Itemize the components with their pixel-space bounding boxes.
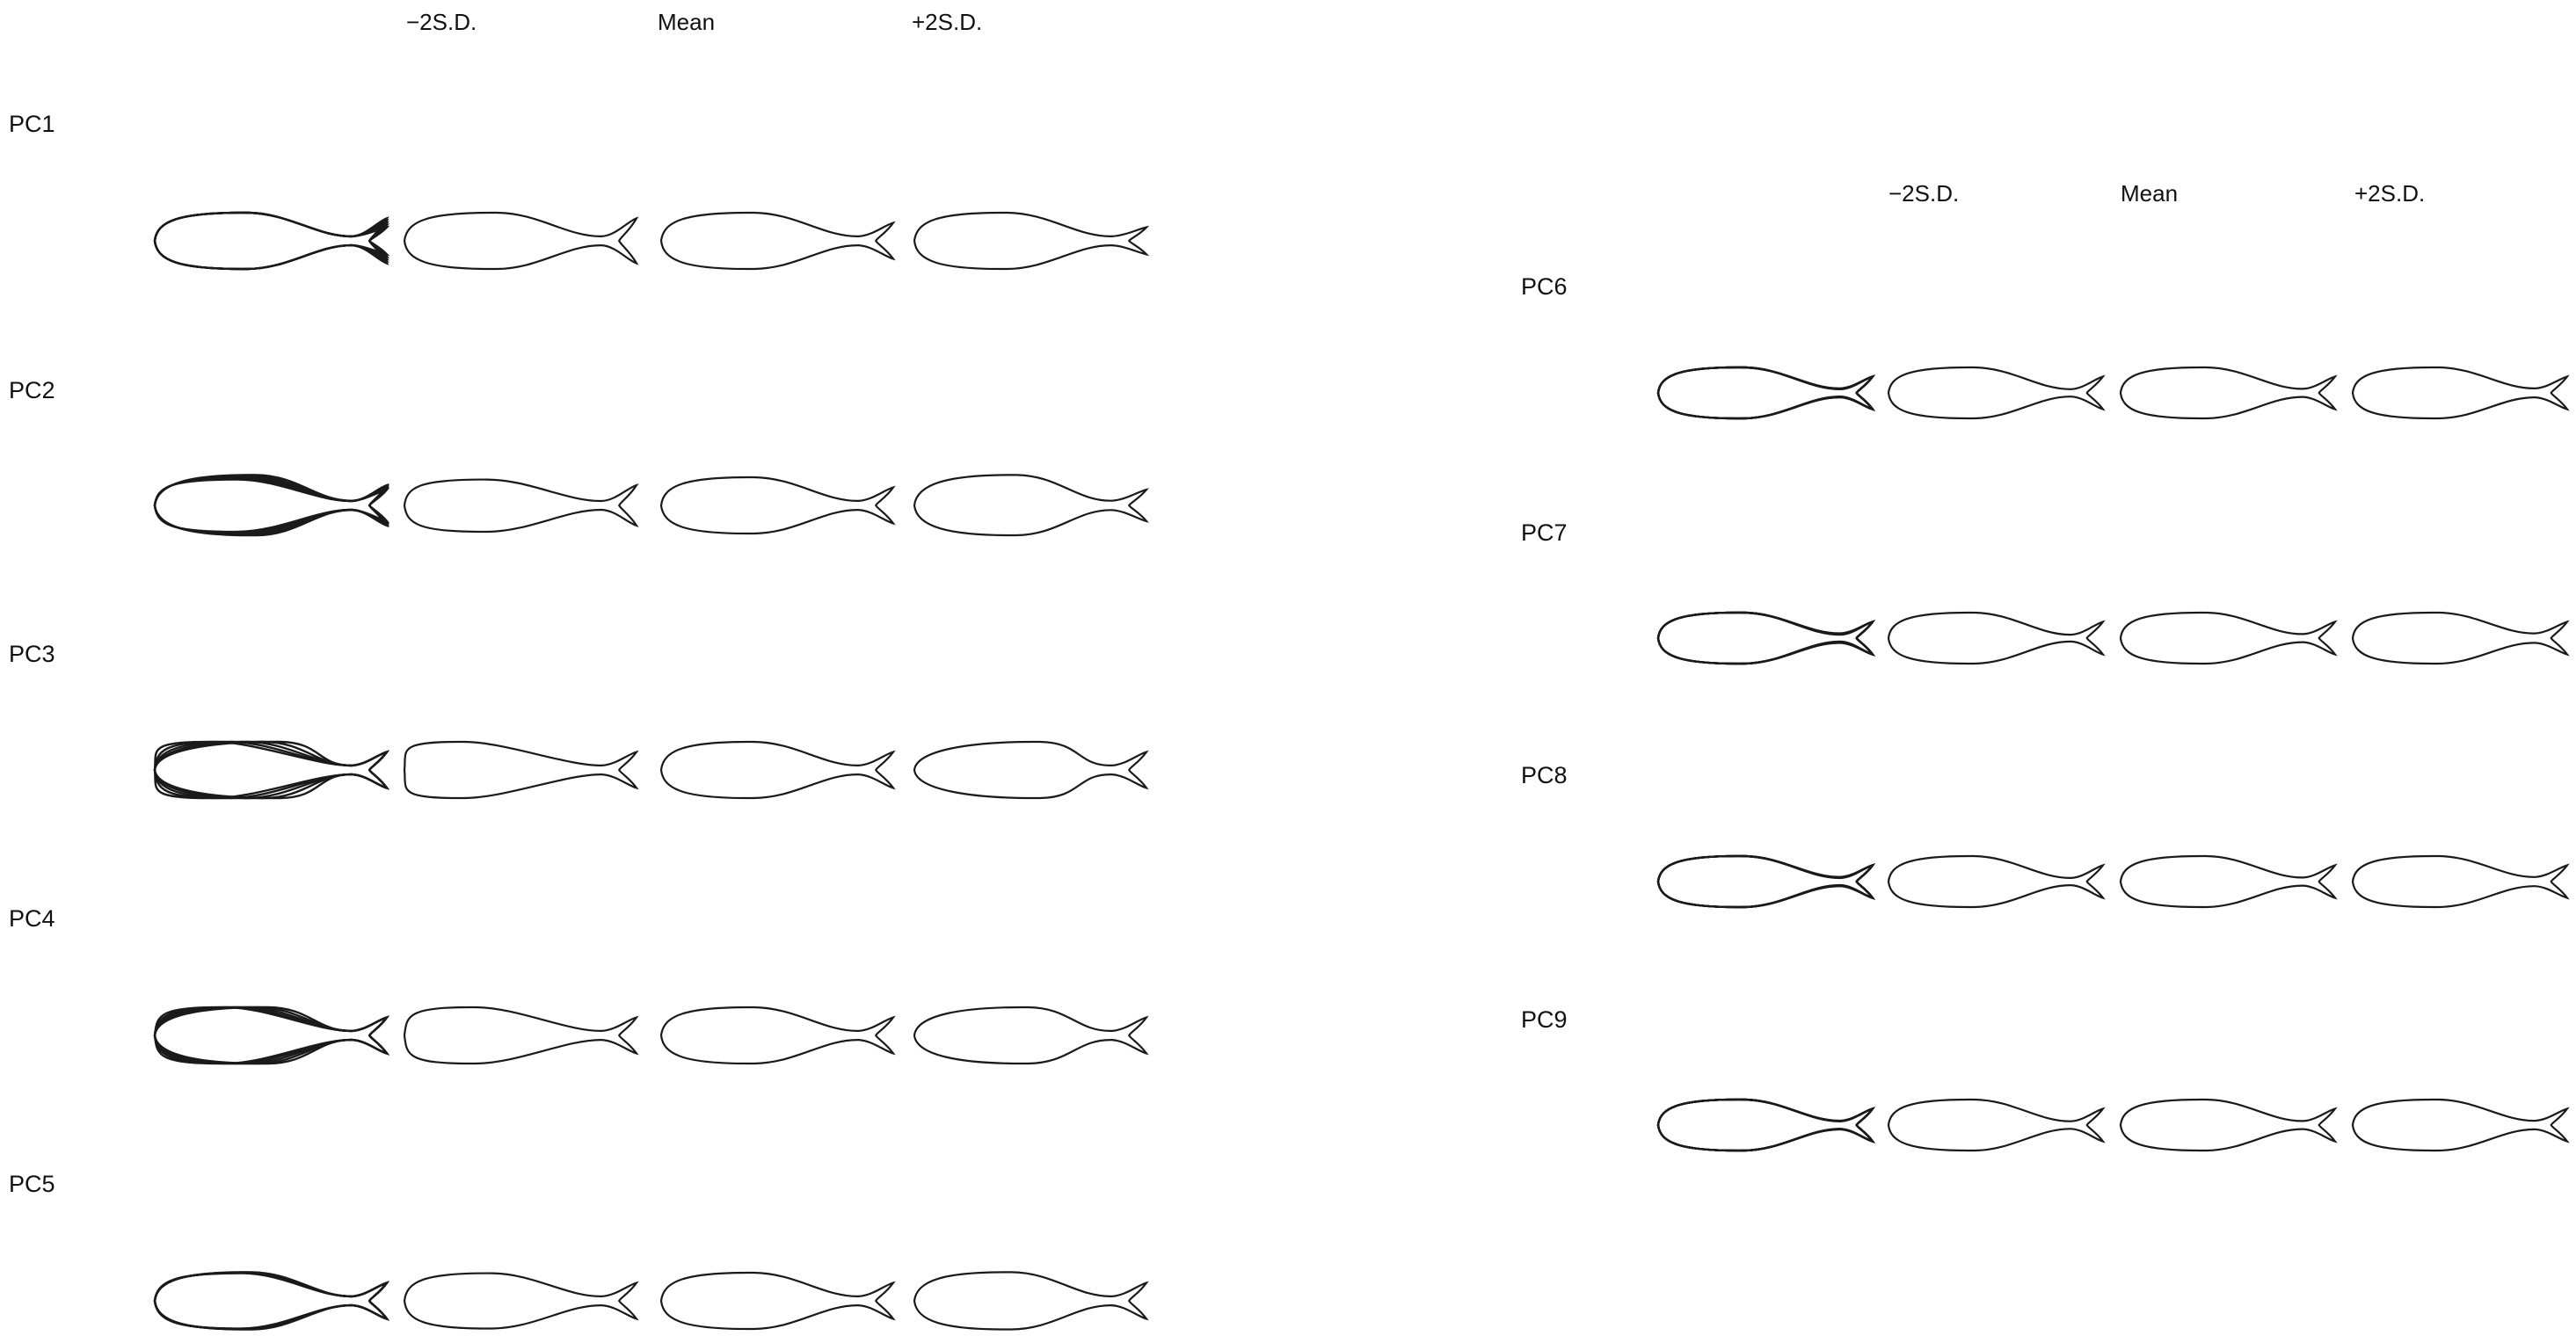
pc7-overlay-outline-3 xyxy=(1656,611,1875,665)
pc1-overlay-outline-3 xyxy=(153,211,389,271)
pc9-plus-2sd-outline xyxy=(2351,1098,2570,1152)
pc7-overlay-outline-2 xyxy=(1656,611,1875,665)
pc6-overlay-outline-3 xyxy=(1656,366,1875,420)
pc2-plus-2sd-outline xyxy=(913,474,1149,537)
pc1-mean-outline xyxy=(659,211,896,271)
pc4-overlay-outline-3 xyxy=(153,1006,389,1065)
column-header-plus-2sd: +2S.D. xyxy=(912,9,983,35)
pc4-minus-2sd-outline xyxy=(403,1006,639,1065)
pc3-minus-2sd-outline xyxy=(403,740,639,800)
pc9-minus-2sd-outline xyxy=(1887,1098,2106,1152)
pc7-overlay-outline-1 xyxy=(1656,611,1875,665)
row-label-pc2: PC2 xyxy=(9,377,55,403)
pc1-overlay-outline-5 xyxy=(153,211,390,271)
column-header-mean: Mean xyxy=(2121,180,2179,207)
pc8-mean-outline xyxy=(2119,854,2338,909)
pc2-overlay-outline-2 xyxy=(153,477,389,534)
pc3-overlay-outline-5 xyxy=(153,740,389,800)
pc8-overlay-outline-4 xyxy=(1656,854,1875,909)
pc6-overlay-outline-5 xyxy=(1656,366,1875,420)
pc1-overlay-outline-4 xyxy=(153,211,390,271)
pc1-overlay-outline-1 xyxy=(153,211,389,271)
pc4-overlay-outline-5 xyxy=(153,1006,389,1065)
pc4-mean-outline xyxy=(659,1006,896,1065)
pc6-plus-2sd-outline xyxy=(2351,366,2570,420)
row-label-pc4: PC4 xyxy=(9,905,55,932)
pc2-overlay-outline-4 xyxy=(153,475,390,536)
pc9-overlay-outline-2 xyxy=(1656,1098,1875,1152)
pc6-minus-2sd-outline xyxy=(1887,366,2106,420)
pc6-mean-outline xyxy=(2119,366,2338,420)
pc2-mean-outline xyxy=(659,476,896,535)
pc2-overlay-outline-5 xyxy=(153,474,390,537)
row-label-pc3: PC3 xyxy=(9,641,55,667)
right-panel: −2S.D. Mean +2S.D. PC6 PC7 PC8 PC9 xyxy=(1495,167,2576,1222)
row-label-pc5: PC5 xyxy=(9,1171,55,1197)
column-header-plus-2sd: +2S.D. xyxy=(2354,180,2426,207)
row-label-pc8: PC8 xyxy=(1521,762,1568,788)
pc4-plus-2sd-outline xyxy=(913,1006,1149,1065)
pc3-overlay-outline-1 xyxy=(153,740,389,800)
pc6-overlay-outline-2 xyxy=(1656,366,1875,420)
pc2-overlay-outline-1 xyxy=(153,478,389,534)
pc7-minus-2sd-outline xyxy=(1887,611,2106,665)
pc8-overlay-outline-3 xyxy=(1656,854,1875,909)
pc5-overlay-outline-2 xyxy=(153,1272,389,1330)
pc4-overlay-outline-1 xyxy=(153,1006,389,1065)
column-header-minus-2sd: −2S.D. xyxy=(1888,180,1960,207)
pc7-overlay-outline-4 xyxy=(1656,611,1875,665)
pc9-overlay-outline-1 xyxy=(1656,1098,1875,1152)
pc6-overlay-outline-1 xyxy=(1656,366,1875,420)
pc1-plus-2sd-outline xyxy=(913,211,1150,271)
pc5-plus-2sd-outline xyxy=(913,1271,1149,1331)
row-label-pc6: PC6 xyxy=(1521,273,1568,300)
pc3-mean-outline xyxy=(659,740,896,800)
pc9-mean-outline xyxy=(2119,1098,2338,1152)
pc8-minus-2sd-outline xyxy=(1887,854,2106,909)
pc5-overlay-outline-3 xyxy=(153,1271,389,1331)
pc6-overlay-outline-4 xyxy=(1656,366,1875,420)
pc5-overlay-outline-1 xyxy=(153,1272,389,1330)
row-label-pc7: PC7 xyxy=(1521,519,1568,546)
pc2-overlay-outline-3 xyxy=(153,476,389,535)
pc5-overlay-outline-5 xyxy=(153,1271,389,1331)
pc9-overlay-outline-3 xyxy=(1656,1098,1875,1152)
left-outlines xyxy=(153,211,1150,1331)
pc1-overlay-outline-2 xyxy=(153,211,389,271)
column-header-minus-2sd: −2S.D. xyxy=(406,9,477,35)
pc4-overlay-outline-2 xyxy=(153,1006,389,1065)
pc7-mean-outline xyxy=(2119,611,2338,665)
right-outlines xyxy=(1656,366,2570,1152)
pc3-plus-2sd-outline xyxy=(913,740,1149,800)
pc2-minus-2sd-outline xyxy=(403,478,639,534)
column-header-mean: Mean xyxy=(658,9,716,35)
pc1-minus-2sd-outline xyxy=(403,211,639,271)
pc9-overlay-outline-4 xyxy=(1656,1098,1875,1152)
pc9-overlay-outline-5 xyxy=(1656,1098,1875,1152)
pc8-plus-2sd-outline xyxy=(2351,854,2570,909)
left-panel: −2S.D. Mean +2S.D. PC1 PC2 PC3 PC4 PC5 xyxy=(0,0,1231,1336)
pc5-minus-2sd-outline xyxy=(403,1272,639,1330)
pc7-overlay-outline-5 xyxy=(1656,611,1875,665)
pc4-overlay-outline-4 xyxy=(153,1006,389,1065)
pc7-plus-2sd-outline xyxy=(2351,611,2570,665)
row-label-pc9: PC9 xyxy=(1521,1006,1568,1033)
pc5-overlay-outline-4 xyxy=(153,1271,389,1331)
pc5-mean-outline xyxy=(659,1271,896,1331)
pc8-overlay-outline-1 xyxy=(1656,854,1875,909)
pc8-overlay-outline-2 xyxy=(1656,854,1875,909)
pc8-overlay-outline-5 xyxy=(1656,854,1875,909)
row-label-pc1: PC1 xyxy=(9,111,55,137)
